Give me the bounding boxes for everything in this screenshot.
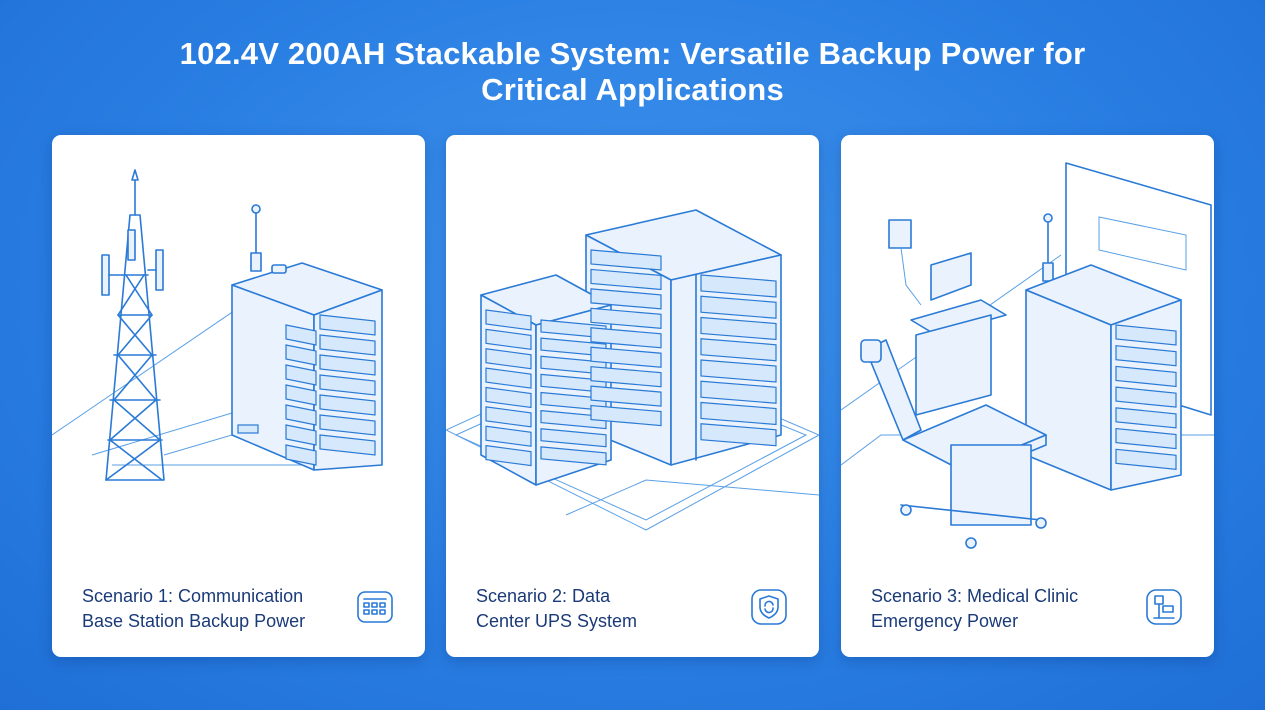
telecom-tower-illustration [52, 169, 383, 481]
scenario-caption-2: Scenario 2: Data Center UPS System [476, 586, 638, 631]
data-center-illustration [446, 209, 819, 531]
page-title: 102.4V 200AH Stackable System: Versatile… [0, 36, 1265, 108]
calendar-grid-icon [357, 591, 393, 623]
scenario-card-1: Scenario 1: Communication Base Station B… [52, 135, 425, 657]
medical-device-icon [1146, 589, 1182, 625]
title-line-2: Critical Applications [481, 72, 784, 107]
shield-refresh-icon [751, 589, 787, 625]
scenario-card-2: Scenario 2: Data Center UPS System [446, 135, 819, 657]
title-line-1: 102.4V 200AH Stackable System: Versatile… [179, 36, 1086, 71]
scenario-card-3: Scenario 3: Medical Clinic Emergency Pow… [841, 135, 1214, 657]
medical-clinic-illustration [841, 162, 1214, 549]
scenario-caption-3: Scenario 3: Medical Clinic Emergency Pow… [871, 586, 1079, 631]
scenario-caption-1: Scenario 1: Communication Base Station B… [82, 586, 306, 631]
